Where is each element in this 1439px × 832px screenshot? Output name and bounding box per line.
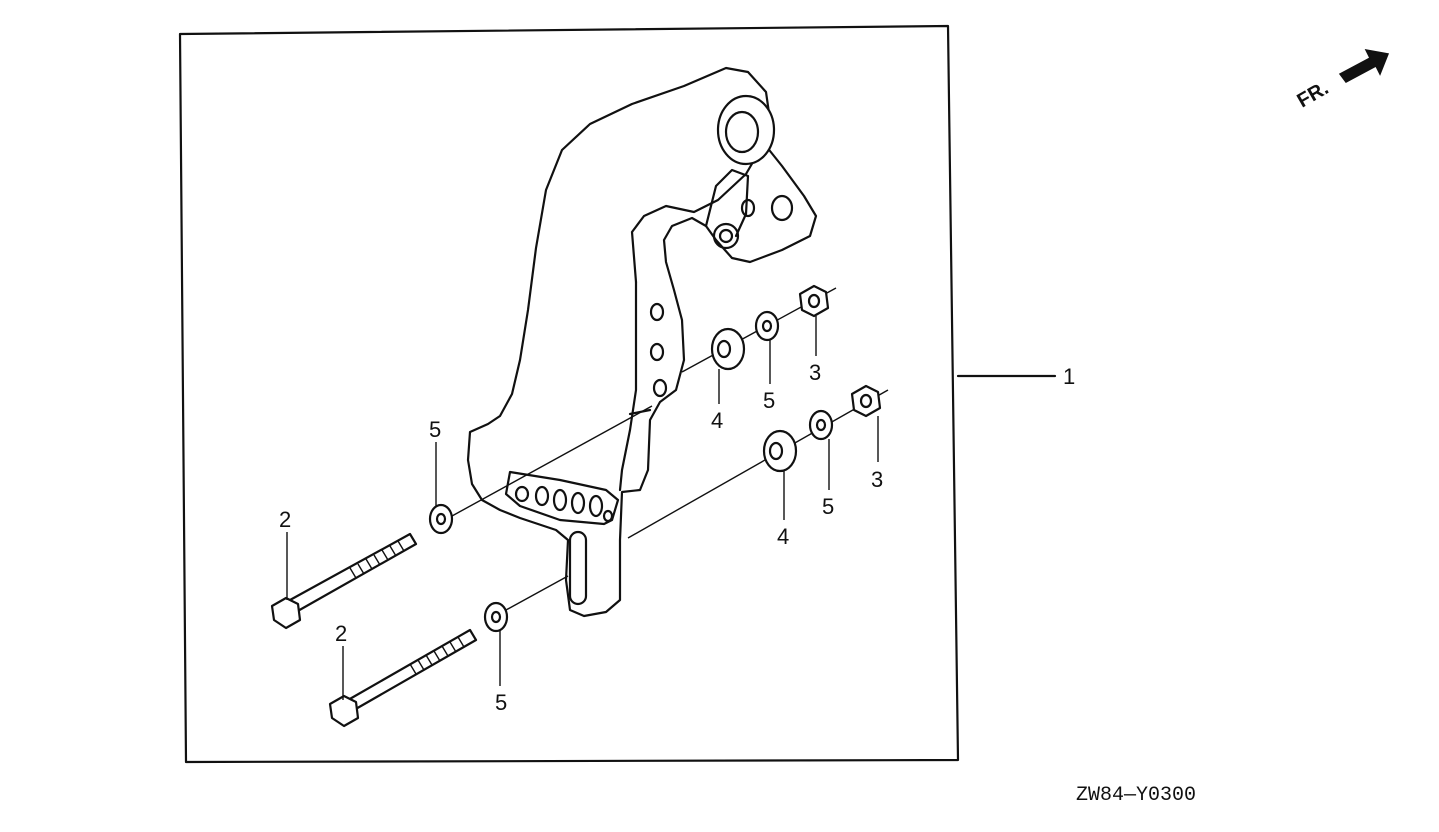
lock-washer-upper <box>754 310 780 342</box>
callout-lockwasher-lower: 5 <box>822 494 834 519</box>
centerline-lower-left <box>505 575 569 611</box>
front-label: FR. <box>1294 77 1333 112</box>
callout-lockwasher-upper: 5 <box>763 388 775 413</box>
drawing-code: ZW84—Y0300 <box>1076 784 1196 807</box>
washer-left-lower <box>483 601 509 633</box>
plain-washer-upper <box>710 327 746 371</box>
callout-nut-lower: 3 <box>871 467 883 492</box>
bracket-part <box>466 66 818 618</box>
callout-bolt-lower: 2 <box>335 621 347 646</box>
callout-assembly: 1 <box>1063 364 1075 389</box>
callout-washer-upper: 4 <box>711 408 723 433</box>
washer-left-upper <box>428 503 454 535</box>
plain-washer-lower <box>762 429 798 473</box>
callout-washer-lower: 4 <box>777 524 789 549</box>
callout-washer-left-lower: 5 <box>495 690 507 715</box>
nut-upper <box>798 284 830 318</box>
callout-washer-left-upper: 5 <box>429 417 441 442</box>
front-arrow-icon <box>1338 48 1390 83</box>
front-direction-indicator: FR. <box>1294 48 1390 112</box>
centerline-lower-right <box>627 389 889 539</box>
lock-washer-lower <box>808 409 834 441</box>
assembly-boundary-box <box>178 24 960 764</box>
callout-nut-upper: 3 <box>809 360 821 385</box>
centerline-upper-left <box>451 405 653 517</box>
bolt-upper <box>270 532 418 630</box>
bolt-lower <box>328 628 478 728</box>
nut-lower <box>850 384 882 418</box>
callout-bolt-upper: 2 <box>279 507 291 532</box>
